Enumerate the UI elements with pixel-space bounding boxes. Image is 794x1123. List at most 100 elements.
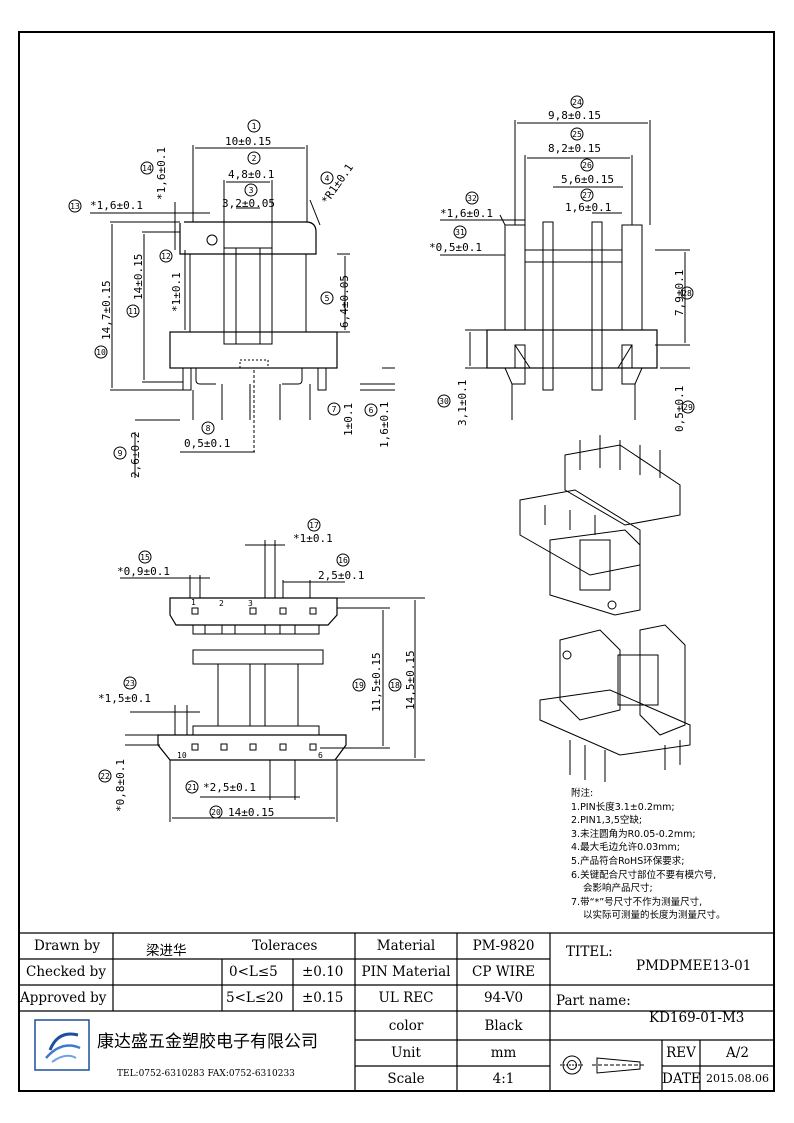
svg-text:22: 22 — [100, 772, 110, 781]
dim-28: 7,9±0.1 — [673, 270, 686, 316]
dim-27: 1,6±0.1 — [565, 201, 611, 214]
title-block-grid — [18, 932, 775, 1092]
dim-14: *1,6±0.1 — [155, 147, 168, 200]
svg-text:21: 21 — [187, 783, 197, 792]
tolerances-label: Toleraces — [252, 938, 318, 954]
svg-text:16: 16 — [338, 556, 348, 565]
dim-22: *0,8±0.1 — [114, 759, 127, 812]
color-value: Black — [484, 1018, 523, 1034]
part-name-label: Part name: — [556, 993, 631, 1009]
dim-23: *1,5±0.1 — [98, 692, 151, 705]
projection-symbol-icon — [560, 1055, 645, 1075]
checked-by-label: Checked by — [26, 964, 106, 980]
svg-text:32: 32 — [467, 194, 477, 203]
svg-text:4: 4 — [325, 174, 330, 183]
dim-10: 14,7±0.15 — [100, 280, 113, 340]
company-contact: TEL:0752-6310283 FAX:0752-6310233 — [117, 1069, 295, 1079]
dim-7: 1±0.1 — [342, 403, 355, 436]
pin-label-6: 6 — [318, 751, 323, 760]
svg-text:6: 6 — [369, 406, 374, 415]
note-item: 5.产品符合RoHS环保要求; — [571, 855, 685, 867]
svg-text:13: 13 — [70, 202, 80, 211]
dim-21: *2,5±0.1 — [203, 781, 256, 794]
note-item: 7.带“*”号尺寸不作为测量尺寸, — [571, 896, 703, 908]
material-value: PM-9820 — [472, 938, 535, 954]
dim-15: *0,9±0.1 — [117, 565, 170, 578]
svg-text:14: 14 — [142, 164, 152, 173]
dim-24: 9,8±0.15 — [548, 109, 601, 122]
tol-value-2: ±0.15 — [302, 990, 344, 1006]
dim-30: 3,1±0.1 — [456, 380, 469, 426]
svg-text:1: 1 — [252, 122, 257, 131]
front-view — [90, 145, 395, 478]
svg-text:20: 20 — [211, 808, 221, 817]
notes-block: 附注: 1.PIN长度3.1±0.2mm; 2.PIN1,3,5空缺; 3.未注… — [571, 787, 726, 923]
dim-3: 3,2±0.05 — [222, 197, 275, 210]
dim-4: *R1±0.1 — [319, 161, 356, 206]
note-item: 会影响产品尺寸; — [583, 883, 653, 895]
svg-text:8: 8 — [206, 424, 211, 433]
svg-text:25: 25 — [572, 130, 582, 139]
dim-12: *1±0.1 — [170, 272, 183, 312]
svg-text:27: 27 — [582, 191, 592, 200]
ul-label: UL REC — [378, 990, 434, 1006]
pin-label-10: 10 — [177, 751, 187, 760]
dim-20: 14±0.15 — [228, 806, 274, 819]
dim-26: 5,6±0.15 — [561, 173, 614, 186]
svg-text:29: 29 — [683, 403, 693, 412]
rev-value: A/2 — [726, 1045, 749, 1061]
svg-text:15: 15 — [140, 553, 150, 562]
dim-29: 0,5±0.1 — [673, 386, 686, 432]
side-view — [440, 120, 690, 420]
isometric-view-top — [519, 435, 681, 616]
note-item: 4.最大毛边允许0.03mm; — [571, 842, 680, 854]
dim-9: 2,6±0.2 — [129, 432, 142, 478]
pin-material-value: CP WIRE — [472, 964, 535, 980]
dim-31: *0,5±0.1 — [429, 241, 482, 254]
rev-label: REV — [666, 1045, 696, 1061]
notes-title: 附注: — [571, 788, 594, 799]
unit-label: Unit — [391, 1045, 421, 1061]
note-item: 以实际可测量的长度为测量尺寸。 — [583, 910, 726, 922]
svg-text:11: 11 — [128, 307, 138, 316]
color-label: color — [388, 1018, 424, 1034]
svg-text:9: 9 — [118, 449, 123, 458]
dim-2: 4,8±0.1 — [228, 168, 274, 181]
dim-8: 0,5±0.1 — [184, 437, 230, 450]
drawn-by-value: 梁进华 — [146, 943, 187, 959]
pin-material-label: PIN Material — [361, 964, 451, 980]
ul-value: 94-V0 — [483, 990, 524, 1006]
svg-text:18: 18 — [390, 681, 400, 690]
tol-value-1: ±0.10 — [302, 964, 344, 980]
dim-6: 1,6±0.1 — [378, 402, 391, 448]
drawn-by-label: Drawn by — [34, 938, 101, 954]
svg-text:3: 3 — [249, 186, 254, 195]
svg-text:10: 10 — [96, 348, 106, 357]
note-item: 6.关键配合尺寸部位不要有模穴号, — [571, 869, 717, 881]
svg-text:26: 26 — [582, 161, 592, 170]
dim-18: 14,5±0.15 — [404, 650, 417, 710]
dim-25: 8,2±0.15 — [548, 142, 601, 155]
scale-label: Scale — [387, 1071, 425, 1087]
dim-5: 6,4±0.05 — [338, 275, 351, 328]
pin-label-1: 1 — [191, 598, 196, 607]
tol-range-2: 5<L≤20 — [226, 990, 284, 1006]
dim-32: *1,6±0.1 — [440, 207, 493, 220]
note-item: 1.PIN长度3.1±0.2mm; — [571, 801, 675, 813]
part-name-value: KD169-01-M3 — [649, 1010, 745, 1026]
material-label: Material — [376, 938, 436, 954]
drawing-frame — [18, 31, 775, 1092]
svg-text:2: 2 — [252, 154, 257, 163]
dim-17: *1±0.1 — [293, 532, 333, 545]
date-value: 2015.08.06 — [706, 1072, 769, 1085]
dim-19: 11,5±0.15 — [370, 652, 383, 712]
bottom-view — [120, 540, 425, 822]
svg-text:30: 30 — [439, 397, 449, 406]
company-name: 康达盛五金塑胶电子有限公司 — [97, 1032, 318, 1052]
isometric-view-bottom — [539, 624, 691, 782]
svg-text:23: 23 — [125, 679, 135, 688]
dim-11: 14±0.15 — [132, 254, 145, 300]
date-label: DATE — [662, 1071, 701, 1087]
